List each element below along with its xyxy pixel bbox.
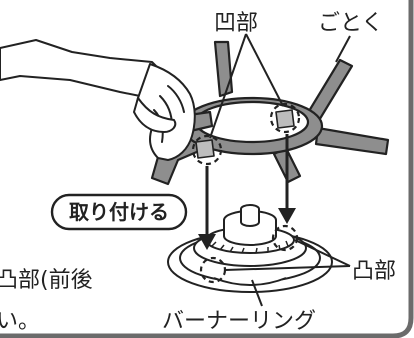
cut-text-line-1: 凸部(前後 — [0, 268, 93, 293]
projection-label: 凸部 — [352, 259, 396, 284]
trivet-leader — [335, 35, 351, 63]
recess-label: 凹部 — [214, 11, 258, 36]
burner-assembly — [167, 204, 333, 293]
recess-circle-left — [191, 134, 223, 166]
recess-leader-right — [245, 33, 284, 107]
install-arrow-left-head — [198, 234, 216, 250]
burner-ring-teeth — [211, 240, 289, 254]
trivet-arm-back-left — [213, 40, 234, 98]
projection-leader-front — [224, 265, 351, 271]
leader-lines — [209, 33, 351, 307]
hand-thumb — [133, 97, 177, 133]
hand-illustration — [0, 39, 196, 161]
install-arrows — [198, 134, 296, 250]
cut-text-line-2: い。 — [0, 309, 40, 334]
burner-ring-label: バーナーリング — [162, 309, 316, 334]
attach-label-group: 取り付ける — [50, 193, 188, 231]
burner-center-post — [240, 209, 260, 227]
burner-ring-leader — [251, 279, 263, 307]
recess-circle-right — [269, 102, 301, 134]
recess-leader-left — [209, 33, 247, 139]
projection-circle-back — [271, 224, 299, 252]
trivet-tab-left — [195, 139, 215, 159]
burner-cap-body — [223, 220, 277, 246]
attach-label: 取り付ける — [69, 200, 169, 224]
trivet-tab-right — [275, 109, 295, 129]
projection-leader-back — [294, 239, 351, 267]
attach-label-pill — [50, 193, 188, 231]
trivet-arm-right — [314, 126, 390, 156]
trivet-label: ごとく — [318, 11, 383, 36]
install-arrow-right-head — [278, 208, 296, 224]
